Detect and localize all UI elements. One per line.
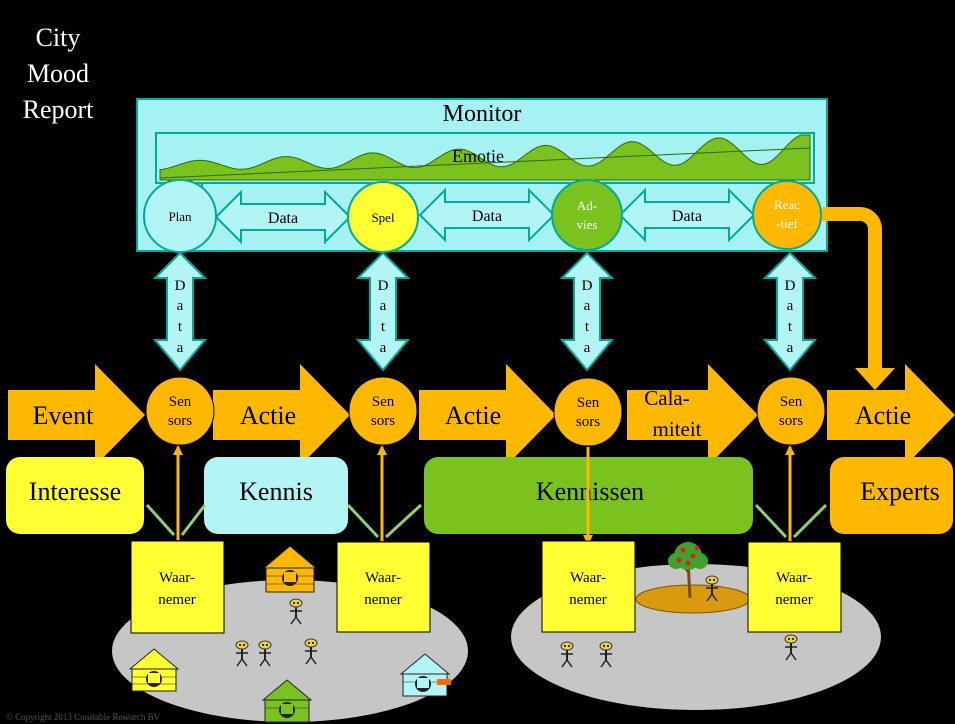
sensor-label-2: sors: [576, 414, 600, 430]
observer-2: Waar- nemer: [336, 541, 431, 633]
vertical-data-letter: a: [584, 298, 591, 314]
group-kennis-label: Kennis: [239, 477, 313, 506]
flow-arrow-actie-1: [213, 364, 350, 466]
sensor-label-2: sors: [779, 413, 803, 429]
flow-arrow-calamiteit: [627, 364, 758, 466]
data-label-3: Data: [672, 208, 702, 225]
observer-label-2: nemer: [775, 592, 812, 608]
node-spel-label: Spel: [371, 210, 395, 225]
vertical-data-letter: a: [787, 298, 794, 314]
emotion-graph-frame: [155, 132, 815, 184]
group-interesse-label: Interesse: [29, 477, 121, 506]
sensor-1: Sen sors: [145, 376, 215, 446]
flow-arrow-actie-1-label: Actie: [240, 401, 296, 430]
sensor-label-1: Sen: [372, 394, 395, 410]
vertical-data-letter: D: [582, 278, 593, 294]
emotion-trend-line: [159, 147, 811, 179]
vertical-data-arrow-1: D a t a: [152, 251, 208, 372]
vertical-data-letter: a: [380, 298, 387, 314]
flow-arrow-actie-3: [827, 364, 955, 466]
flow-arrow-calamiteit-label-1: Cala-: [644, 386, 689, 410]
vertical-data-letter: t: [381, 319, 386, 335]
sensor-label-2: sors: [371, 413, 395, 429]
emotion-wave: [159, 134, 811, 181]
sensor-2: Sen sors: [348, 376, 418, 446]
data-label-2: Data: [472, 208, 502, 225]
node-advies-label-1: Ad-: [577, 198, 597, 213]
vertical-data-arrow-2: D a t a: [355, 251, 411, 372]
house-green-icon: [261, 679, 313, 723]
observer-label-2: nemer: [364, 592, 401, 608]
group-interesse: [6, 457, 144, 534]
flow-arrow-calamiteit-label-2: miteit: [653, 417, 702, 441]
tree-icon: [668, 542, 708, 599]
data-label-1: Data: [268, 210, 298, 227]
observer-label-2: nemer: [569, 592, 606, 608]
vertical-data-letter: a: [380, 340, 387, 356]
flow-arrow-actie-2: [419, 364, 556, 466]
vertical-data-letter: D: [175, 278, 186, 294]
vertical-data-letter: t: [788, 319, 793, 335]
node-reactief-label-1: Reac: [774, 197, 800, 212]
vertical-data-arrow-4: D a t a: [762, 251, 818, 372]
observer-4: Waar- nemer: [747, 541, 842, 633]
observer-label-2: nemer: [158, 592, 195, 608]
sensor-label-1: Sen: [577, 395, 600, 411]
group-experts-label: Experts: [860, 477, 939, 506]
observer-label-1: Waar-: [776, 570, 812, 586]
house-cyan-icon: [399, 653, 451, 697]
flow-arrow-actie-3-label: Actie: [855, 401, 911, 430]
node-reactief-label-2: -tief: [776, 216, 798, 231]
sensor-4: Sen sors: [756, 376, 826, 446]
vertical-data-arrow-3: D a t a: [559, 251, 615, 372]
flow-arrow-event: [8, 364, 145, 466]
house-orange-icon: [262, 545, 318, 593]
sensor-observer-links: [176, 447, 792, 541]
node-advies-label-2: vies: [577, 217, 598, 232]
vertical-data-letter: a: [177, 298, 184, 314]
sensor-label-2: sors: [168, 413, 192, 429]
title-line-2: Mood: [27, 59, 89, 88]
observer-label-1: Waar-: [159, 570, 195, 586]
sensor-label-1: Sen: [780, 394, 803, 410]
observer-3: Waar- nemer: [541, 540, 636, 633]
emotion-label: Emotie: [452, 146, 504, 166]
title-line-3: Report: [23, 95, 95, 124]
vertical-data-letter: a: [584, 340, 591, 356]
vertical-data-letter: D: [378, 278, 389, 294]
vertical-data-letter: a: [787, 340, 794, 356]
monitor-title: Monitor: [443, 101, 522, 127]
flow-arrow-actie-2-label: Actie: [445, 401, 501, 430]
vertical-data-letter: D: [785, 278, 796, 294]
copyright-text: © Copyright 2013 Constable Research BV: [6, 712, 161, 722]
house-yellow-icon: [128, 648, 180, 692]
sensor-3: Sen sors: [553, 377, 623, 447]
reactief-to-actie-connector: [822, 207, 895, 390]
vertical-data-letter: a: [177, 340, 184, 356]
group-kennis: [204, 457, 348, 534]
observer-label-1: Waar-: [365, 570, 401, 586]
node-plan-label: Plan: [168, 209, 192, 224]
sensor-label-1: Sen: [169, 394, 192, 410]
group-observer-links: [145, 503, 828, 539]
sensor-observer-arrowheads: [173, 445, 795, 545]
observer-label-1: Waar-: [570, 570, 606, 586]
group-experts: [830, 457, 953, 534]
node-reactief: [752, 180, 822, 250]
vertical-data-letter: t: [585, 319, 590, 335]
vertical-data-letter: t: [178, 319, 183, 335]
park-area: [635, 584, 751, 614]
title-line-1: City: [36, 23, 81, 52]
node-advies: [551, 179, 623, 251]
group-kennissen-label: Kennissen: [536, 477, 644, 506]
flow-arrow-event-label: Event: [33, 401, 94, 430]
observer-1: Waar- nemer: [130, 540, 225, 634]
